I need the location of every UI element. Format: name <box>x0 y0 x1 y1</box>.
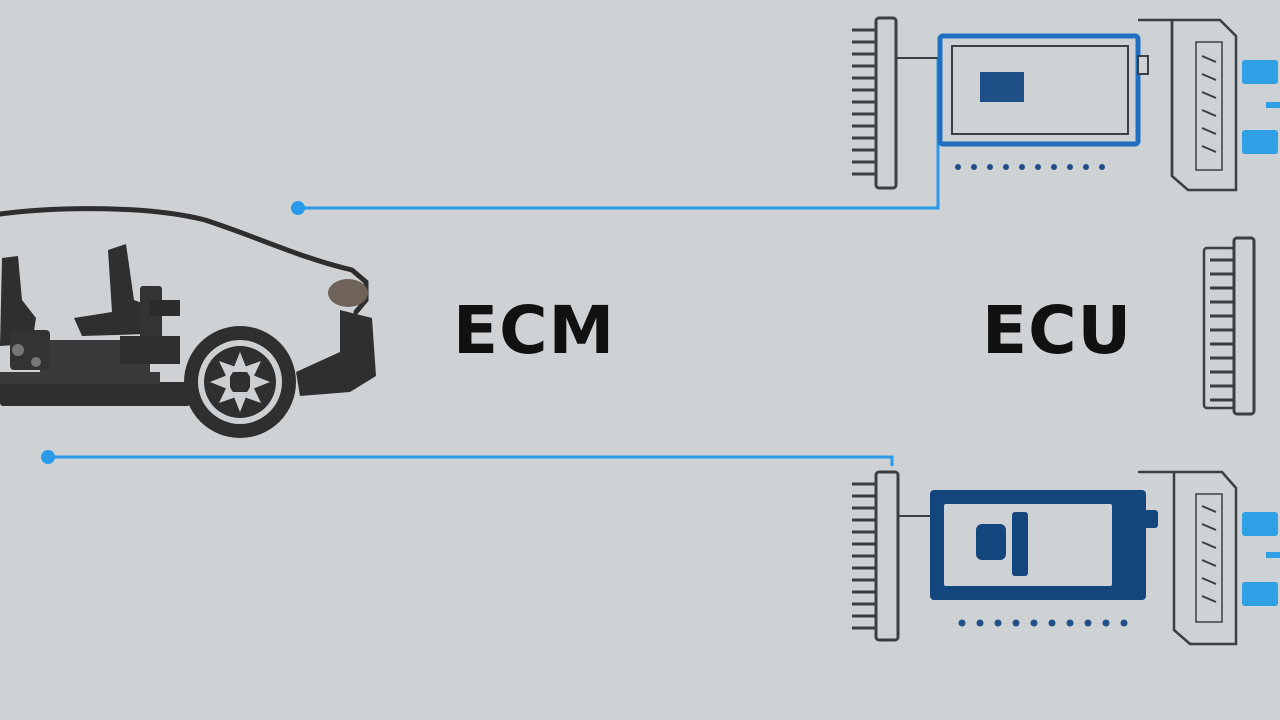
pin-connector-icon <box>852 16 940 190</box>
ecu-label: ECU <box>982 292 1133 369</box>
ecm-label: ECM <box>453 292 616 369</box>
lower-connection-line <box>41 450 894 466</box>
housing-bracket-icon <box>1138 18 1238 192</box>
pin-connector-icon <box>1202 236 1256 416</box>
upper-connection-line <box>291 58 950 215</box>
engine-control-module-icon <box>852 16 1280 192</box>
housing-bracket-icon <box>1138 470 1238 646</box>
car-cutaway-icon <box>0 206 376 438</box>
electronic-control-unit-icon <box>852 470 1280 646</box>
pin-connector-icon <box>852 470 932 642</box>
